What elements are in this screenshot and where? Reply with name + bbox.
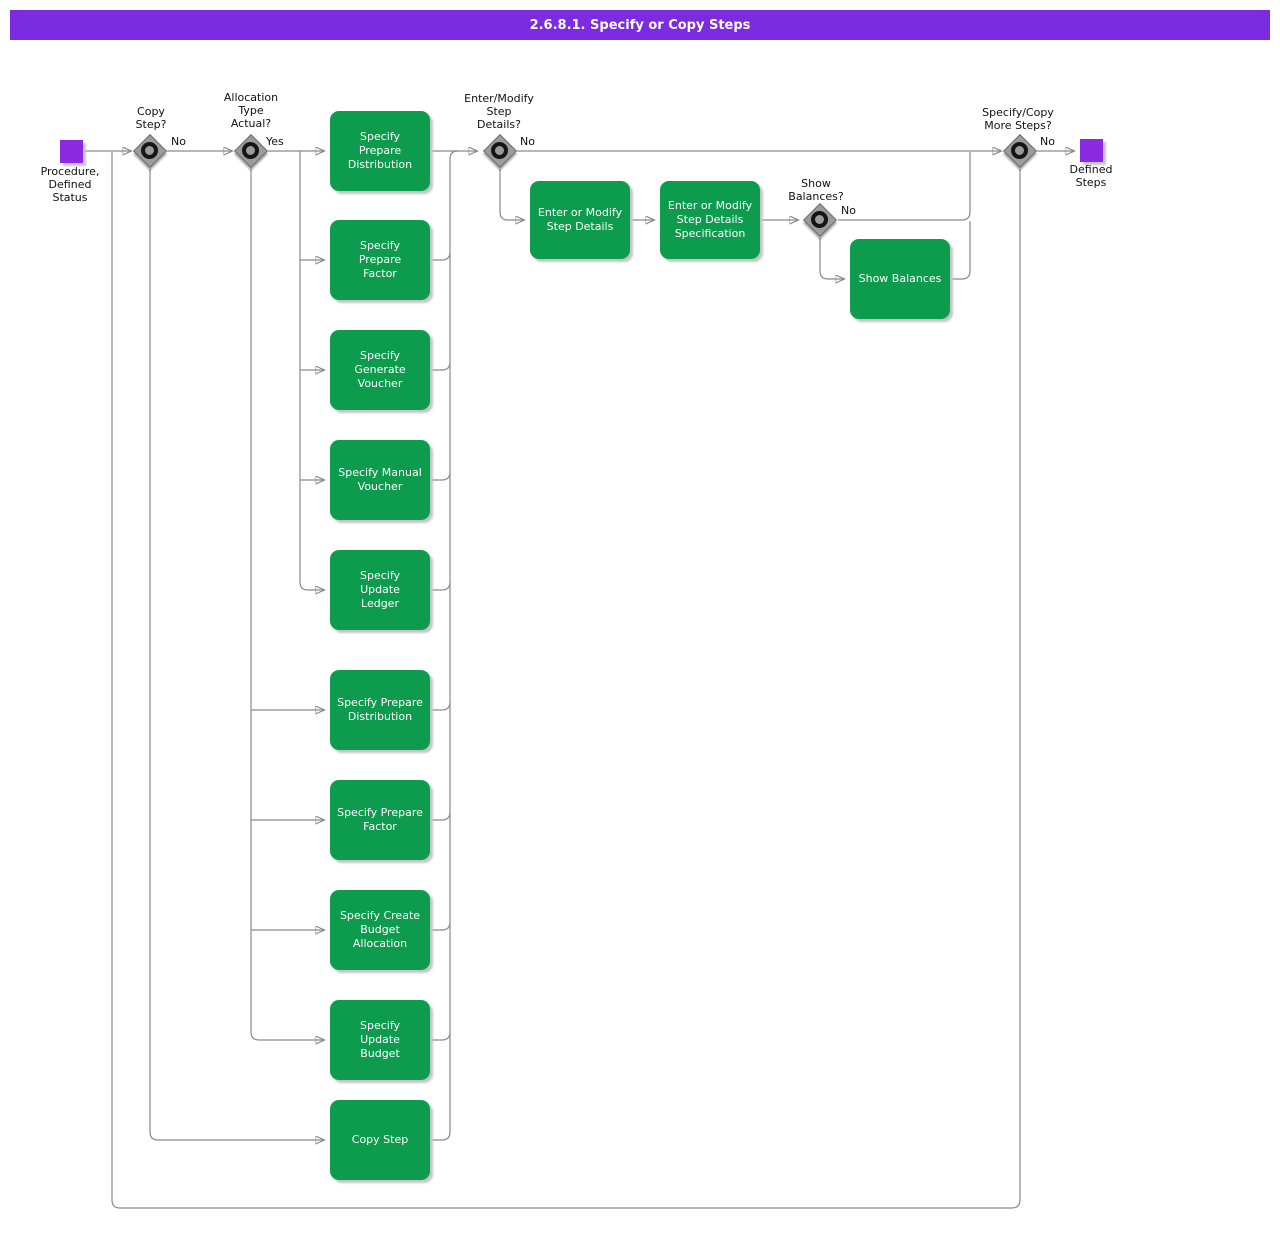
branch-label-allocation-yes: Yes (266, 135, 284, 148)
diagram-title: 2.6.8.1. Specify or Copy Steps (529, 17, 751, 33)
decision-show-balances-circle (811, 211, 828, 228)
start-node-label: Procedure, Defined Status (40, 165, 100, 204)
decision-copy-step-question: Copy Step? (135, 105, 167, 131)
activity-specify-update-budget: Specify Update Budget (330, 1000, 430, 1080)
branch-label-copy-step-no: No (171, 135, 186, 148)
branch-label-show-balances-no: No (841, 204, 856, 217)
edge-collector-j9 (430, 1031, 451, 1041)
edge-collector-j3 (430, 361, 451, 371)
branch-label-more-steps-no: No (1040, 135, 1055, 148)
edge-showbalances-no-join (838, 152, 971, 221)
edge-feeder-trunk (299, 151, 324, 590)
edge-collector-j5 (430, 581, 451, 591)
edge-collector-j4 (430, 471, 451, 481)
end-node-label: Defined Steps (1069, 163, 1113, 189)
diagram-title-banner: 2.6.8.1. Specify or Copy Steps (10, 10, 1270, 40)
activity-specify-prepare-factor-2: Specify Prepare Factor (330, 780, 430, 860)
edge-collector-j7 (430, 811, 451, 821)
decision-allocation-type-question: Allocation Type Actual? (223, 91, 279, 130)
decision-copy-step-circle (141, 142, 158, 159)
activity-specify-prepare-distribution-2: Specify Prepare Distribution (330, 670, 430, 750)
activity-specify-prepare-factor-1: Specify Prepare Factor (330, 220, 430, 300)
edge-showbalancesbox-join (950, 221, 971, 280)
edge-entermodify-details (499, 169, 524, 220)
activity-specify-update-ledger: Specify Update Ledger (330, 550, 430, 630)
decision-more-steps-question: Specify/Copy More Steps? (982, 106, 1054, 132)
branch-label-enter-modify-no: No (520, 135, 535, 148)
decision-show-balances-question: Show Balances? (788, 177, 844, 203)
activity-specify-manual-voucher: Specify Manual Voucher (330, 440, 430, 520)
decision-more-steps-circle (1011, 142, 1028, 159)
edge-collector-j6 (430, 701, 451, 711)
end-node (1080, 139, 1103, 162)
activity-specify-create-budget-allocation: Specify Create Budget Allocation (330, 890, 430, 970)
activity-specify-prepare-distribution-1: Specify Prepare Distribution (330, 111, 430, 191)
decision-enter-modify-circle (491, 142, 508, 159)
edge-allocation-trunk (250, 169, 324, 1040)
activity-enter-or-modify-step-details-specification: Enter or Modify Step Details Specificati… (660, 181, 760, 259)
edge-collector-j8 (430, 921, 451, 931)
decision-enter-modify-question: Enter/Modify Step Details? (464, 92, 534, 131)
edge-collector-j10 (430, 1131, 451, 1141)
edge-loop-back (111, 152, 1021, 1209)
decision-allocation-type-circle (242, 142, 259, 159)
activity-enter-or-modify-step-details: Enter or Modify Step Details (530, 181, 630, 259)
activity-specify-generate-voucher: Specify Generate Voucher (330, 330, 430, 410)
edge-showbalances-box (819, 238, 844, 279)
edge-collector-j2 (430, 251, 451, 261)
edge-copystep-copystepbox (149, 169, 324, 1140)
edge-collector-trunk (449, 150, 459, 1132)
start-node (60, 140, 83, 163)
activity-copy-step: Copy Step (330, 1100, 430, 1180)
activity-show-balances: Show Balances (850, 239, 950, 319)
